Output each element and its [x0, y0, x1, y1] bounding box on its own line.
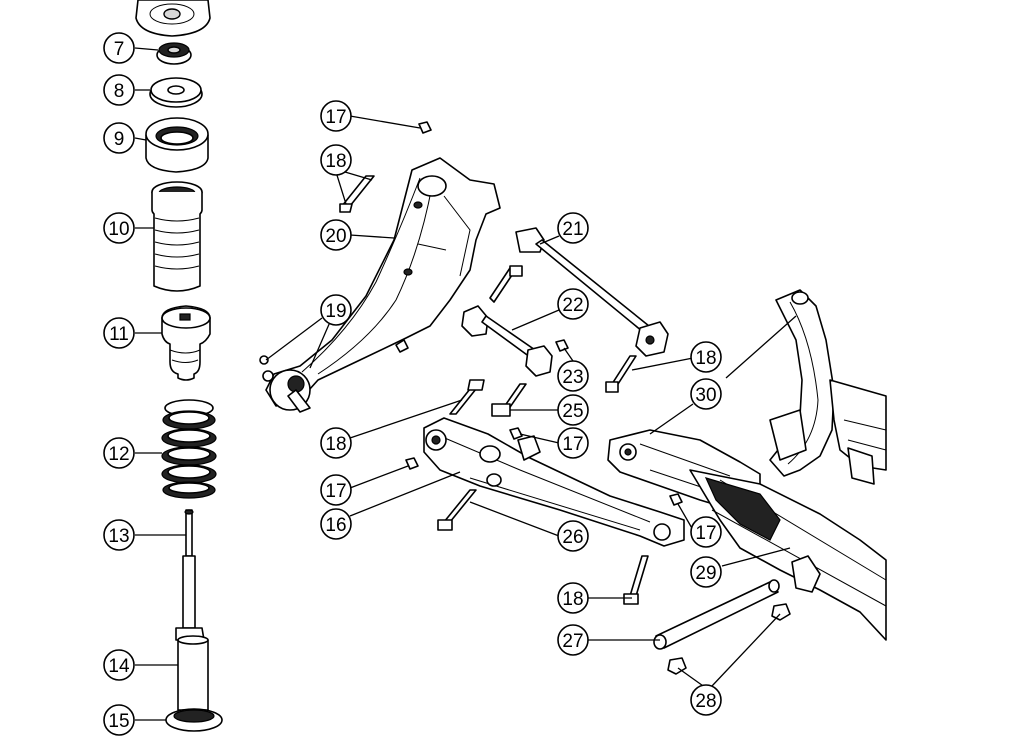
strut-assembly-parts — [135, 0, 223, 732]
callout-18-top-label: 18 — [325, 151, 346, 172]
callout-20: 20 — [320, 219, 352, 251]
strut-washer — [149, 77, 203, 108]
shock-lower-seat — [165, 708, 223, 732]
upper-lateral-link — [515, 227, 669, 357]
callout-27: 27 — [557, 624, 589, 656]
toe-link — [461, 305, 553, 377]
callout-17-left: 17 — [320, 474, 352, 506]
callout-25-label: 25 — [562, 401, 583, 422]
callout-26: 26 — [557, 520, 589, 552]
callout-13: 13 — [103, 519, 135, 551]
dust-boot — [151, 181, 203, 292]
callout-11: 11 — [103, 317, 135, 349]
strut-bearing — [156, 42, 192, 65]
nut-17-center — [509, 427, 523, 440]
callout-22-label: 22 — [562, 295, 583, 316]
callout-16: 16 — [320, 508, 352, 540]
callout-15-label: 15 — [108, 711, 129, 732]
callout-17-top-label: 17 — [325, 107, 346, 128]
callout-18-top: 18 — [320, 144, 352, 176]
callout-17-right: 17 — [690, 516, 722, 548]
callout-30: 30 — [690, 378, 722, 410]
bolt-18-bottom — [623, 555, 649, 605]
callout-18-bottom-label: 18 — [562, 589, 583, 610]
coil-spring — [161, 399, 217, 499]
callout-18-right: 18 — [690, 341, 722, 373]
callout-12: 12 — [103, 437, 135, 469]
callout-25: 25 — [557, 394, 589, 426]
spring-seat — [145, 117, 209, 173]
upper-strut-mount — [135, 0, 211, 37]
stabilizer-link — [653, 579, 780, 650]
callout-17-right-label: 17 — [695, 523, 716, 544]
bolt-25 — [491, 383, 527, 417]
callout-9: 9 — [103, 122, 135, 154]
callout-27-label: 27 — [562, 631, 583, 652]
callout-17-left-label: 17 — [325, 481, 346, 502]
callout-26-label: 26 — [562, 527, 583, 548]
callout-21-label: 21 — [562, 219, 583, 240]
shock-absorber — [175, 509, 209, 711]
nut-17-top — [418, 121, 432, 134]
bolt-18-middle — [449, 379, 485, 415]
callout-10: 10 — [103, 212, 135, 244]
callout-19: 19 — [320, 294, 352, 326]
callout-14-label: 14 — [108, 656, 130, 677]
crossmember — [607, 289, 887, 641]
nut-17-left — [405, 457, 419, 470]
callout-23: 23 — [557, 360, 589, 392]
nut-28-right — [771, 603, 791, 621]
callout-10-label: 10 — [108, 219, 129, 240]
callout-28: 28 — [690, 684, 722, 716]
callout-11-label: 11 — [109, 324, 129, 345]
callout-12-label: 12 — [108, 444, 129, 465]
callout-21: 21 — [557, 212, 589, 244]
callout-28-label: 28 — [695, 691, 716, 712]
callout-15: 15 — [103, 704, 135, 736]
callout-17-top: 17 — [320, 100, 352, 132]
trailing-arm — [259, 157, 501, 413]
callout-17-center-label: 17 — [562, 434, 583, 455]
callout-16-label: 16 — [325, 515, 346, 536]
callout-29: 29 — [690, 556, 722, 588]
callout-18-bottom: 18 — [557, 582, 589, 614]
nut-23 — [555, 339, 569, 352]
callout-8-label: 8 — [114, 81, 125, 102]
callout-14: 14 — [103, 649, 135, 681]
callout-20-label: 20 — [325, 226, 346, 247]
leader-lines — [134, 47, 797, 721]
callout-30-label: 30 — [695, 385, 716, 406]
jounce-bumper — [161, 305, 211, 381]
bolt-18-right — [605, 355, 637, 393]
callout-7: 7 — [103, 32, 135, 64]
bolt-26 — [437, 489, 477, 531]
bolt-center-upper — [489, 265, 523, 303]
callout-8: 8 — [103, 74, 135, 106]
callout-7-label: 7 — [114, 39, 125, 60]
callout-17-center: 17 — [557, 427, 589, 459]
callout-22: 22 — [557, 288, 589, 320]
callout-29-label: 29 — [695, 563, 716, 584]
callout-9-label: 9 — [114, 129, 125, 150]
callout-18-right-label: 18 — [695, 348, 716, 369]
callout-19-label: 19 — [325, 301, 346, 322]
callout-23-label: 23 — [562, 367, 583, 388]
callout-18-middle: 18 — [320, 427, 352, 459]
callout-13-label: 13 — [108, 526, 129, 547]
callout-18-middle-label: 18 — [325, 434, 346, 455]
nut-17-right — [669, 493, 683, 506]
bolt-18-top — [339, 175, 375, 213]
